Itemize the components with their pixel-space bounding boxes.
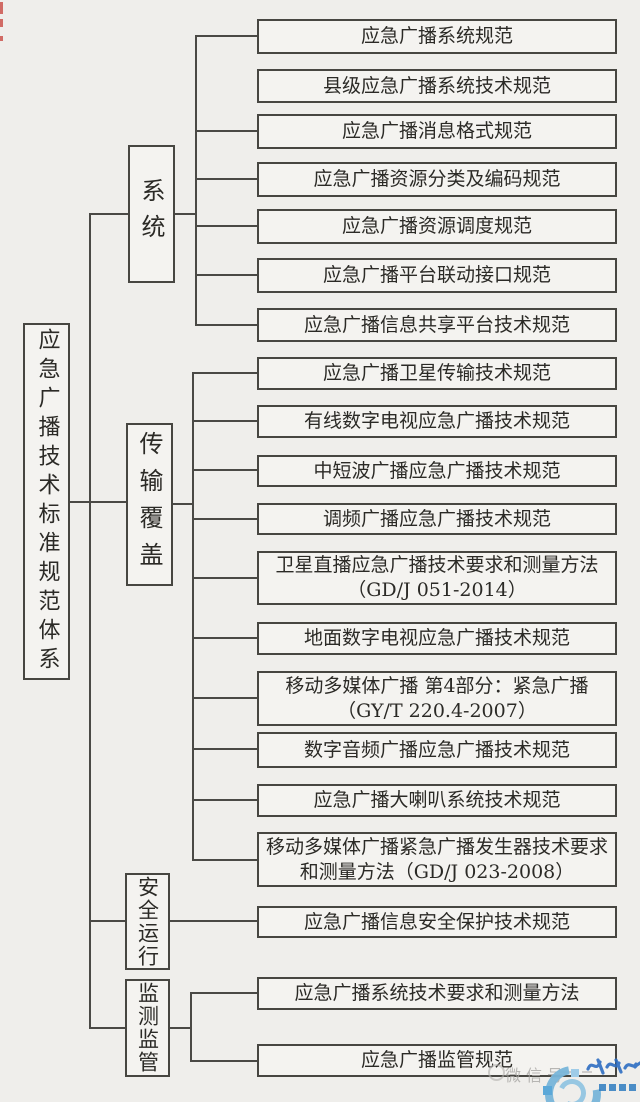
leaf-label: 应急广播监管规范	[360, 1049, 513, 1071]
transmission-out-line	[173, 503, 193, 505]
category-label: 系统	[137, 178, 165, 250]
root-connector-line	[70, 501, 126, 503]
root-label: 应急广播技术标准规范体系	[34, 327, 60, 676]
stub-line	[190, 1060, 257, 1062]
leaf-node: 应急广播卫星传输技术规范	[257, 357, 617, 390]
safe-operation-connector-line	[89, 920, 125, 922]
stub-line	[196, 324, 257, 326]
leaf-node: 应急广播信息安全保护技术规范	[257, 906, 617, 938]
system-branch-line	[195, 35, 197, 326]
category-node-safe-operation: 安全运行	[125, 873, 170, 970]
leaf-label: 移动多媒体广播 第4部分：紧急广播	[285, 674, 589, 697]
leaf-label: 调频广播应急广播技术规范	[322, 507, 551, 530]
leaf-label: 应急广播消息格式规范	[341, 120, 532, 142]
leaf-label: 应急广播资源分类及编码规范	[313, 168, 561, 190]
leaf-label: （GY/T 220.4-2007）	[337, 699, 537, 722]
category-node-system: 系统	[128, 145, 175, 283]
category-label: 监测监管	[135, 982, 160, 1074]
monitoring-out-line	[170, 1027, 191, 1029]
leaf-label: 移动多媒体广播紧急广播发生器技术要求	[265, 835, 608, 858]
leaf-node: 应急广播信息共享平台技术规范	[257, 308, 617, 342]
leaf-node: 中短波广播应急广播技术规范	[257, 455, 617, 487]
stub-line	[193, 697, 257, 699]
leaf-label: （GD/J 051-2014）	[347, 579, 527, 601]
leaf-label: 有线数字电视应急广播技术规范	[303, 410, 570, 432]
leaf-node: 应急广播平台联动接口规范	[257, 258, 617, 293]
stub-line	[190, 992, 257, 994]
stub-line	[196, 225, 257, 227]
watermark-logo-dot-icon	[571, 1069, 579, 1077]
root-node: 应急广播技术标准规范体系	[23, 323, 70, 680]
watermark-dash	[560, 1071, 578, 1073]
category-node-monitoring-supervision: 监测监管	[125, 979, 170, 1077]
leaf-node: 应急广播资源分类及编码规范	[257, 162, 617, 197]
leaf-label: 应急广播系统技术要求和测量方法	[294, 982, 580, 1004]
trunk-line	[89, 213, 91, 1029]
leaf-label: 卫星直播应急广播技术要求和测量方法	[275, 554, 599, 576]
stub-line	[193, 518, 257, 520]
leaf-label: 和测量方法（GD/J 023-2008）	[299, 860, 575, 883]
leaf-node: 应急广播大喇叭系统技术规范	[257, 784, 617, 817]
category-label: 传输覆盖	[135, 430, 163, 579]
leaf-node: 调频广播应急广播技术规范	[257, 503, 617, 535]
stub-line	[193, 372, 257, 374]
leaf-label: 数字音频广播应急广播技术规范	[303, 738, 570, 761]
leaf-node: 县级应急广播系统技术规范	[257, 69, 617, 103]
watermark-wechat-label: 微信号	[505, 1066, 569, 1085]
system-connector-line	[89, 213, 128, 215]
leaf-node: 应急广播资源调度规范	[257, 209, 617, 244]
stub-line	[193, 420, 257, 422]
stub-line	[196, 178, 257, 180]
watermark-dash	[582, 1071, 592, 1073]
scan-artifact	[0, 2, 3, 14]
stub-line	[193, 859, 257, 861]
watermark-logo-subtext-icon	[599, 1084, 636, 1091]
category-node-transmission-coverage: 传输覆盖	[126, 423, 173, 586]
system-out-line	[175, 213, 196, 215]
scan-artifact	[0, 36, 3, 41]
stub-line	[193, 577, 257, 579]
stub-line	[196, 130, 257, 132]
leaf-node: 应急广播消息格式规范	[257, 114, 617, 149]
leaf-label: 应急广播信息安全保护技术规范	[303, 910, 570, 933]
monitoring-connector-line	[89, 1027, 125, 1029]
stub-line	[193, 748, 257, 750]
leaf-node: 应急广播系统技术要求和测量方法	[257, 977, 617, 1010]
stub-line	[193, 799, 257, 801]
leaf-node: 移动多媒体广播 第4部分：紧急广播 （GY/T 220.4-2007）	[257, 671, 617, 726]
leaf-node: 地面数字电视应急广播技术规范	[257, 622, 617, 655]
stub-line	[193, 469, 257, 471]
scan-artifact	[0, 19, 3, 27]
leaf-label: 应急广播系统规范	[360, 25, 513, 47]
leaf-label: 应急广播资源调度规范	[341, 215, 532, 237]
leaf-label: 应急广播平台联动接口规范	[322, 264, 551, 286]
stub-line	[196, 35, 257, 37]
leaf-label: 应急广播大喇叭系统技术规范	[313, 789, 561, 811]
leaf-node: 移动多媒体广播紧急广播发生器技术要求 和测量方法（GD/J 023-2008）	[257, 832, 617, 887]
watermark-logo-dot-icon	[543, 1086, 552, 1095]
safe-operation-leaf-line	[170, 920, 257, 922]
category-label: 安全运行	[135, 875, 160, 968]
monitoring-branch-line	[190, 992, 192, 1062]
leaf-label: 应急广播信息共享平台技术规范	[303, 313, 570, 336]
leaf-label: 中短波广播应急广播技术规范	[313, 459, 561, 482]
stub-line	[193, 637, 257, 639]
stub-line	[196, 274, 257, 276]
watermark-logo-calligraphy-icon	[586, 1058, 640, 1075]
leaf-label: 应急广播卫星传输技术规范	[322, 362, 551, 384]
leaf-node: 有线数字电视应急广播技术规范	[257, 405, 617, 438]
leaf-node: 数字音频广播应急广播技术规范	[257, 732, 617, 768]
leaf-label: 县级应急广播系统技术规范	[322, 74, 551, 97]
transmission-branch-line	[192, 372, 194, 861]
leaf-node: 应急广播系统规范	[257, 19, 617, 54]
leaf-label: 地面数字电视应急广播技术规范	[303, 627, 570, 649]
watermark-stamp-icon	[488, 1064, 505, 1081]
leaf-node: 应急广播监管规范	[257, 1044, 617, 1077]
leaf-node: 卫星直播应急广播技术要求和测量方法 （GD/J 051-2014）	[257, 551, 617, 605]
